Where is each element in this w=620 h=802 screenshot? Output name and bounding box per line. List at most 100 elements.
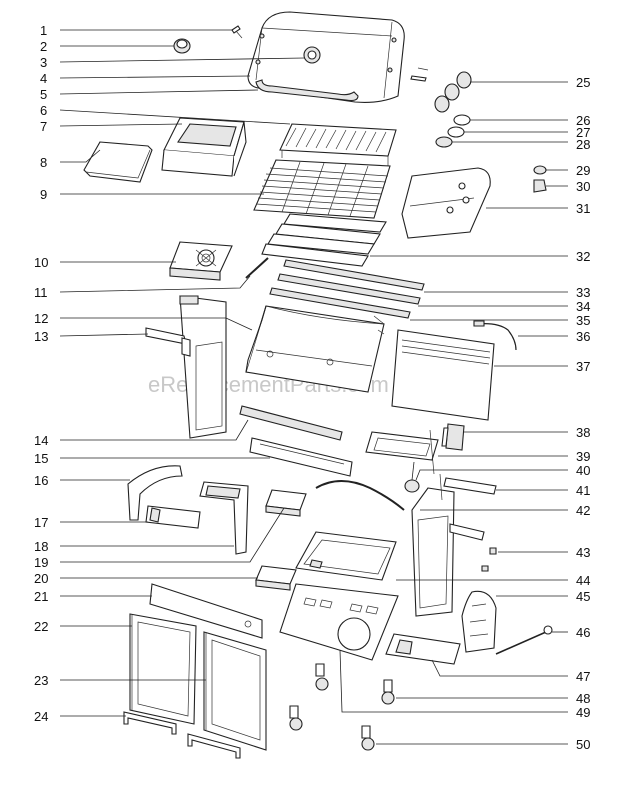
callout-7: 7 xyxy=(40,119,47,134)
callout-44: 44 xyxy=(576,573,590,588)
part-17-bracket xyxy=(145,505,201,529)
part-43-bolts xyxy=(481,547,497,572)
callout-39: 39 xyxy=(576,449,590,464)
callout-9: 9 xyxy=(40,187,47,202)
callout-19: 19 xyxy=(34,555,48,570)
part-7-side-shelf xyxy=(161,117,247,177)
callout-29: 29 xyxy=(576,163,590,178)
callout-26: 26 xyxy=(576,113,590,128)
part-29-cap xyxy=(533,165,547,175)
callout-16: 16 xyxy=(34,473,48,488)
callout-38: 38 xyxy=(576,425,590,440)
callout-49: 49 xyxy=(576,705,590,720)
part-41-crossbar xyxy=(443,477,497,495)
callout-31: 31 xyxy=(576,201,590,216)
callout-24: 24 xyxy=(34,709,48,724)
callout-20: 20 xyxy=(34,571,48,586)
callout-48: 48 xyxy=(576,691,590,706)
part-35-burner-tube xyxy=(269,287,411,319)
callout-37: 37 xyxy=(576,359,590,374)
part-47-drip-tray-holder xyxy=(385,633,461,665)
part-13-left-frame-panel xyxy=(145,295,227,439)
callout-28: 28 xyxy=(576,137,590,152)
callouts-right: 25 26 27 28 29 30 31 32 33 34 35 36 37 3… xyxy=(576,75,590,752)
part-4-lid xyxy=(247,11,405,103)
callout-2: 2 xyxy=(40,39,47,54)
callouts-left: 1 2 3 4 5 6 7 8 9 10 11 12 13 14 15 16 1… xyxy=(34,23,48,724)
part-gas-hose xyxy=(315,480,405,511)
part-1-screw xyxy=(231,25,243,39)
callout-18: 18 xyxy=(34,539,48,554)
part-27-bezel xyxy=(447,126,465,138)
part-39-manifold-bracket xyxy=(365,429,439,475)
part-16-trim xyxy=(127,465,183,521)
part-37-rear-panel xyxy=(391,329,495,421)
part-23-right-door xyxy=(203,631,267,751)
callout-43: 43 xyxy=(576,545,590,560)
part-49-bottom-base xyxy=(279,583,399,661)
callout-17: 17 xyxy=(34,515,48,530)
callout-25: 25 xyxy=(576,75,590,90)
callout-42: 42 xyxy=(576,503,590,518)
callout-3: 3 xyxy=(40,55,47,70)
callout-8: 8 xyxy=(40,155,47,170)
callout-50: 50 xyxy=(576,737,590,752)
callout-34: 34 xyxy=(576,299,590,314)
part-26-bezel xyxy=(453,114,471,126)
callout-12: 12 xyxy=(34,311,48,326)
callout-22: 22 xyxy=(34,619,48,634)
callout-21: 21 xyxy=(34,589,48,604)
part-21-rear-bottom-panel xyxy=(149,583,263,639)
callout-36: 36 xyxy=(576,329,590,344)
callout-23: 23 xyxy=(34,673,48,688)
part-24-door-handles xyxy=(123,711,241,759)
callout-33: 33 xyxy=(576,285,590,300)
callout-5: 5 xyxy=(40,87,47,102)
part-31-right-side-shelf xyxy=(401,167,491,239)
callout-35: 35 xyxy=(576,313,590,328)
part-25-control-knobs xyxy=(434,71,472,113)
part-6-warming-rack xyxy=(279,123,397,166)
callout-45: 45 xyxy=(576,589,590,604)
part-45-right-trim xyxy=(461,590,497,653)
leader-lines xyxy=(59,29,568,745)
part-10-side-burner xyxy=(169,241,233,281)
part-33-burner-tube xyxy=(283,259,425,291)
part-2-knob xyxy=(173,38,191,54)
part-42-right-frame-panel xyxy=(411,473,485,617)
part-11-igniter-rod xyxy=(245,257,269,279)
part-44-slide-out-bottom-tray xyxy=(295,531,397,581)
part-22-left-door xyxy=(129,613,197,725)
part-20-catch-pan xyxy=(255,565,297,591)
part-50-casters xyxy=(289,663,375,751)
callout-27: 27 xyxy=(576,125,590,140)
callout-14: 14 xyxy=(34,433,48,448)
part-40-regulator xyxy=(404,461,420,493)
callout-10: 10 xyxy=(34,255,48,270)
part-25-screws xyxy=(410,67,429,82)
part-38-battery-module xyxy=(441,423,465,451)
part-12-cookbox xyxy=(245,305,385,393)
part-19-catch-pan xyxy=(265,489,307,517)
callout-30: 30 xyxy=(576,179,590,194)
part-32-flavorizer-bars xyxy=(261,213,387,267)
part-5-handle xyxy=(255,79,359,102)
part-15-crossbar xyxy=(249,437,353,477)
callout-6: 6 xyxy=(40,103,47,118)
callout-46: 46 xyxy=(576,625,590,640)
callout-41: 41 xyxy=(576,483,590,498)
callout-47: 47 xyxy=(576,669,590,684)
part-14-crossbar xyxy=(239,405,343,441)
part-28-bezel xyxy=(435,136,453,148)
callout-4: 4 xyxy=(40,71,47,86)
callout-1: 1 xyxy=(40,23,47,38)
part-9-cooking-grates xyxy=(253,159,391,219)
part-36-igniter-wire xyxy=(473,320,517,351)
part-34-burner-tube xyxy=(277,273,421,305)
part-30-clip xyxy=(533,179,547,193)
callout-15: 15 xyxy=(34,451,48,466)
callout-40: 40 xyxy=(576,463,590,478)
callout-11: 11 xyxy=(34,285,48,300)
part-46-thermometer-probe xyxy=(495,625,553,655)
